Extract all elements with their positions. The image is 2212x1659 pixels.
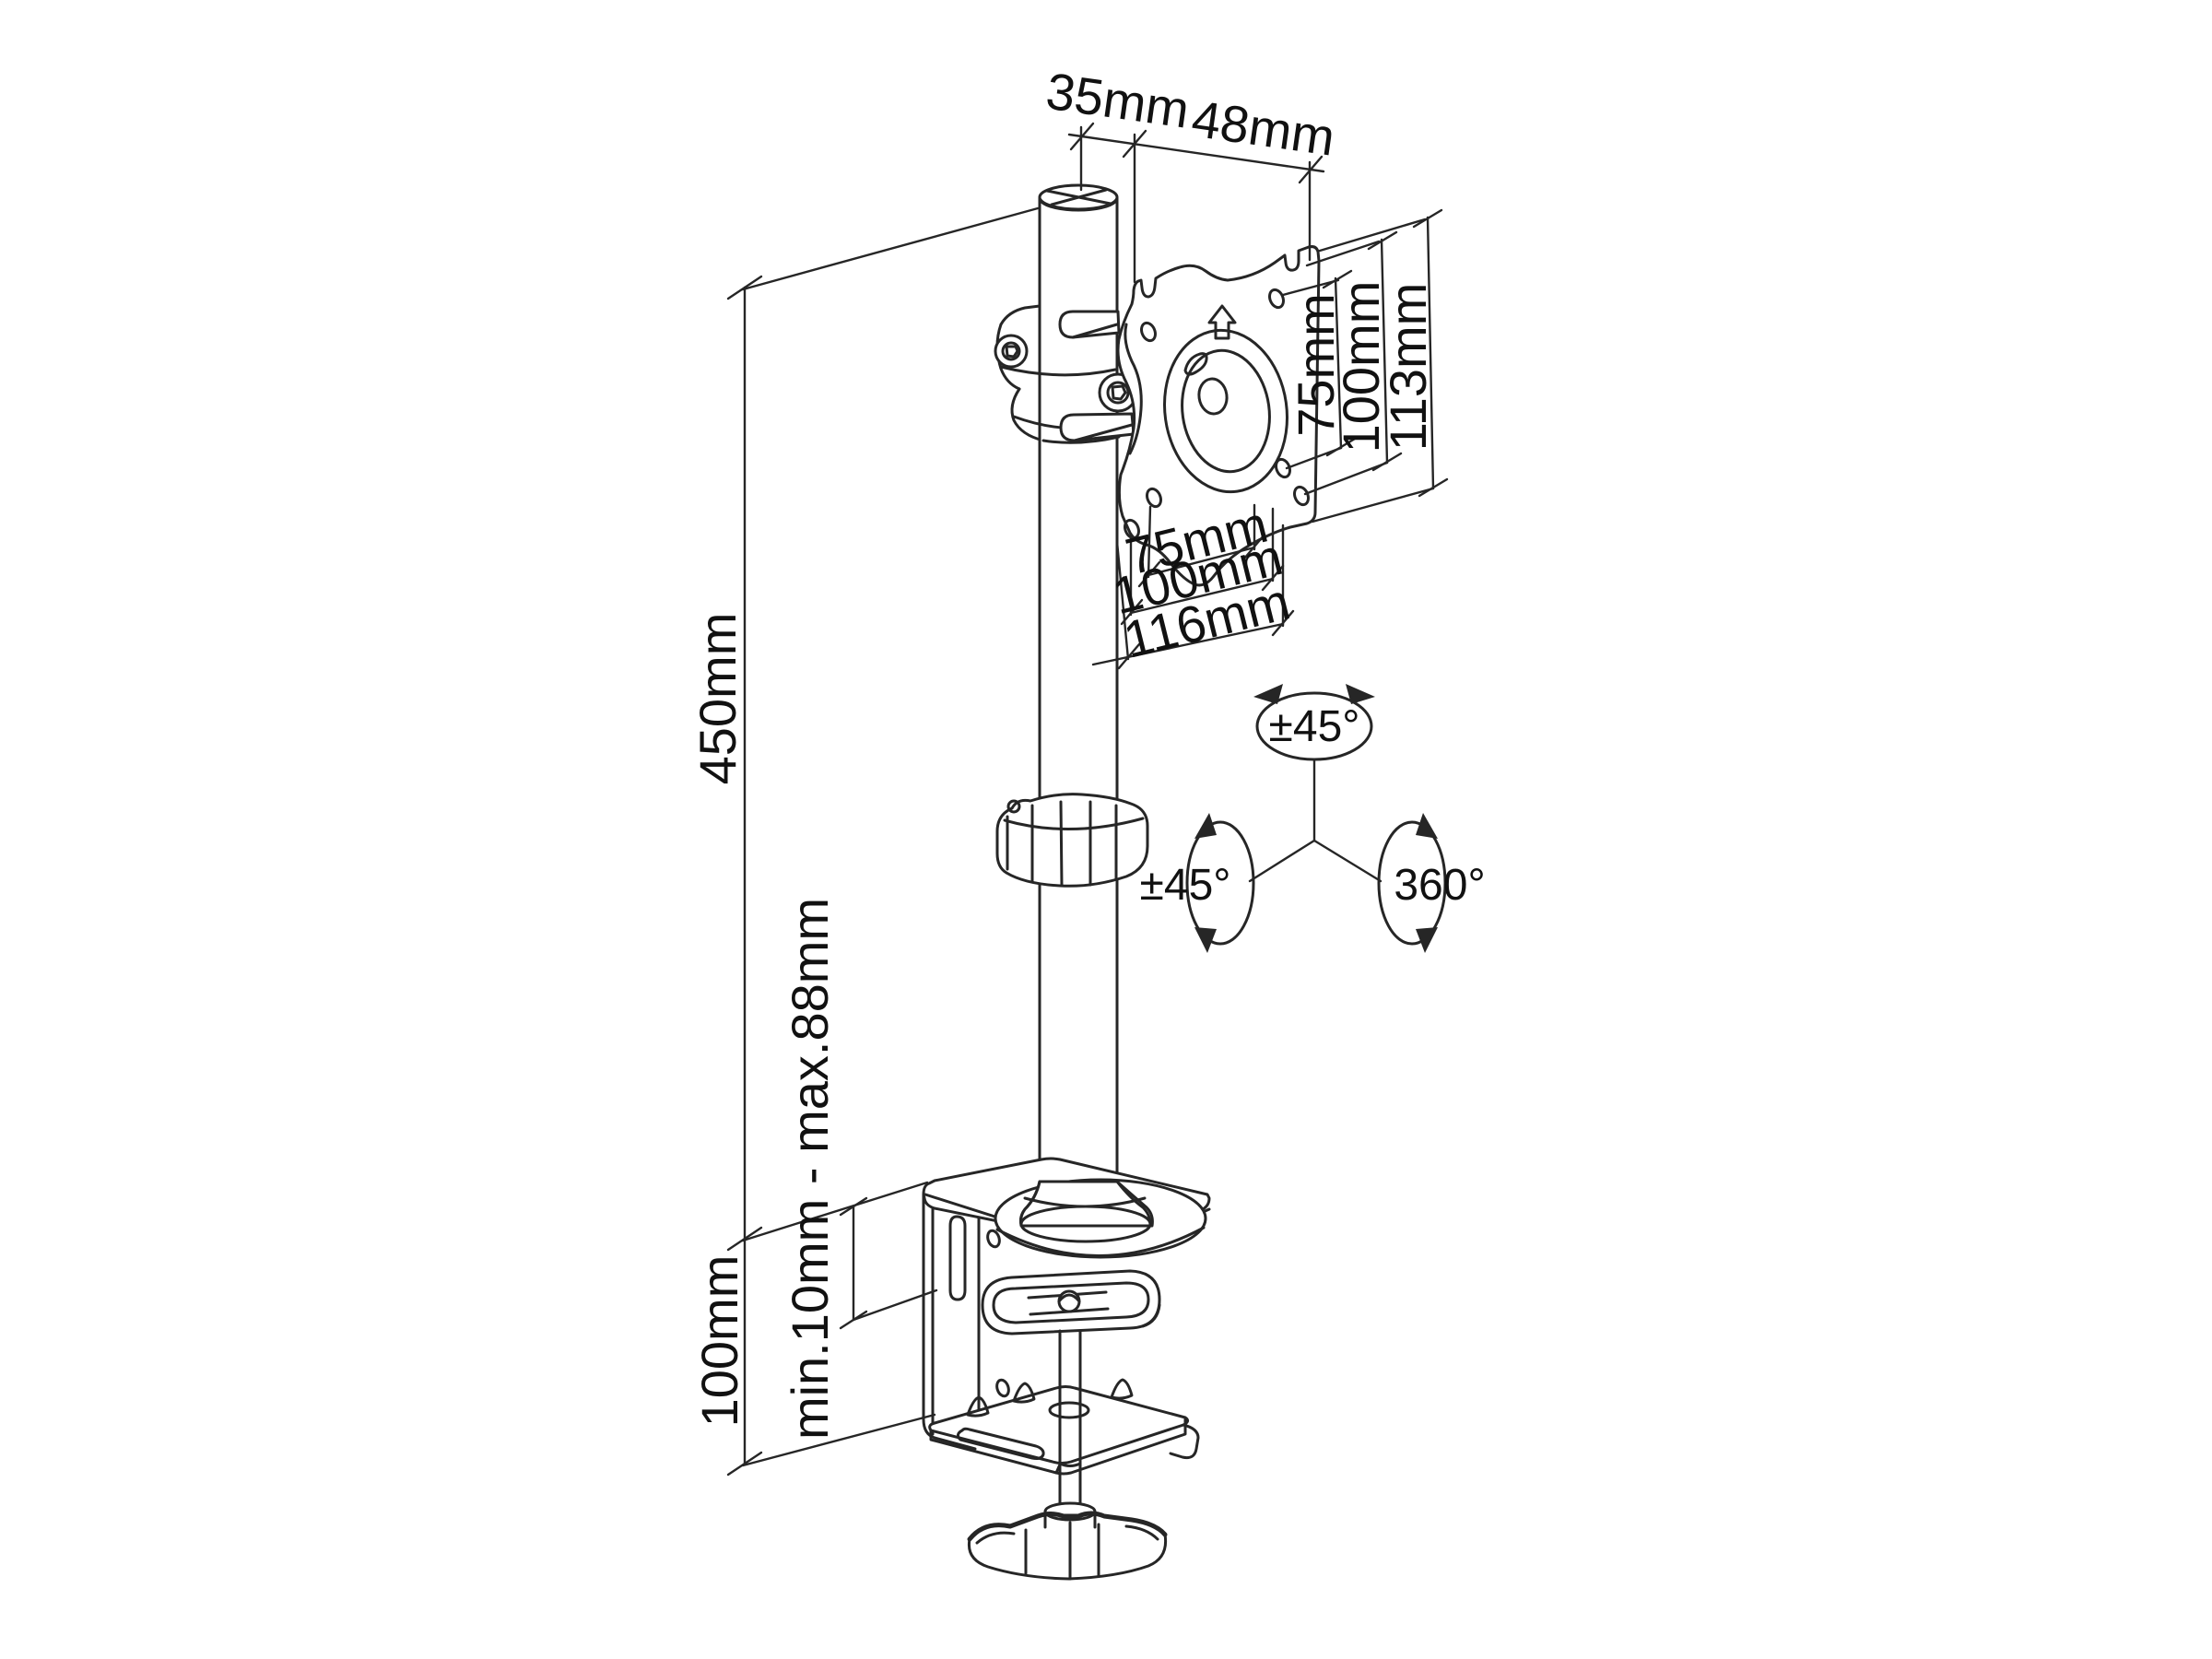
- pole-diameter-label: 35mm: [1042, 62, 1193, 139]
- clamp-screw-rod: [1058, 1329, 1082, 1513]
- release-slot-icon: [1183, 352, 1208, 376]
- collar-screw-left-icon: [994, 334, 1029, 369]
- dim-pole-height: 450mm 100mm: [688, 206, 1040, 1477]
- up-arrow-icon: [1207, 304, 1237, 340]
- pole-clamp-collar: [994, 310, 1138, 444]
- pan-ellipse-icon: ±45°: [1253, 684, 1375, 761]
- pole-top-cap: [1038, 183, 1119, 212]
- vesa-vertical-113-label: 113mm: [1379, 283, 1437, 452]
- jaw-grip-bumps: [966, 1378, 1134, 1418]
- below-desk-height-label: 100mm: [690, 1255, 748, 1428]
- rotate-ellipse-icon: 360°: [1377, 813, 1486, 953]
- pan-top-label: ±45°: [1269, 702, 1360, 751]
- base-cone: [1019, 1180, 1154, 1243]
- rotate-right-label: 360°: [1394, 861, 1485, 910]
- desk-thickness-range-label: min.10mm - max.88mm: [781, 898, 839, 1440]
- bracket-slot: [948, 1215, 967, 1301]
- desk-clamp-bracket: [922, 1193, 1010, 1451]
- tilt-ellipse-icon: ±45°: [1140, 813, 1255, 953]
- clamp-lower-jaw: [928, 1378, 1200, 1476]
- jaw-slot: [956, 1427, 1045, 1460]
- vesa-plate: [1116, 245, 1321, 587]
- pole: [1038, 183, 1119, 1185]
- cable-clip-ring: [995, 793, 1149, 888]
- vesa-vertical-75-label: 75mm: [1287, 293, 1345, 437]
- jaw-end-tab: [1169, 1423, 1200, 1460]
- vesa-vertical-100-label: 100mm: [1332, 281, 1390, 453]
- pole-height-label: 450mm: [688, 613, 747, 785]
- rotation-indicator: ±45° ±45° 360°: [1140, 684, 1486, 953]
- clamp-knob: [967, 1501, 1168, 1581]
- dim-vesa-vertical: 75mm 100mm 113mm: [1281, 208, 1449, 524]
- pole-clamp-collar-back: [995, 303, 1049, 442]
- spacer-screw-icon: [1057, 1289, 1081, 1313]
- dim-desk-thickness: min.10mm - max.88mm: [781, 898, 938, 1440]
- tilt-left-label: ±45°: [1140, 861, 1231, 910]
- clamp-spacer-plate: [981, 1269, 1161, 1335]
